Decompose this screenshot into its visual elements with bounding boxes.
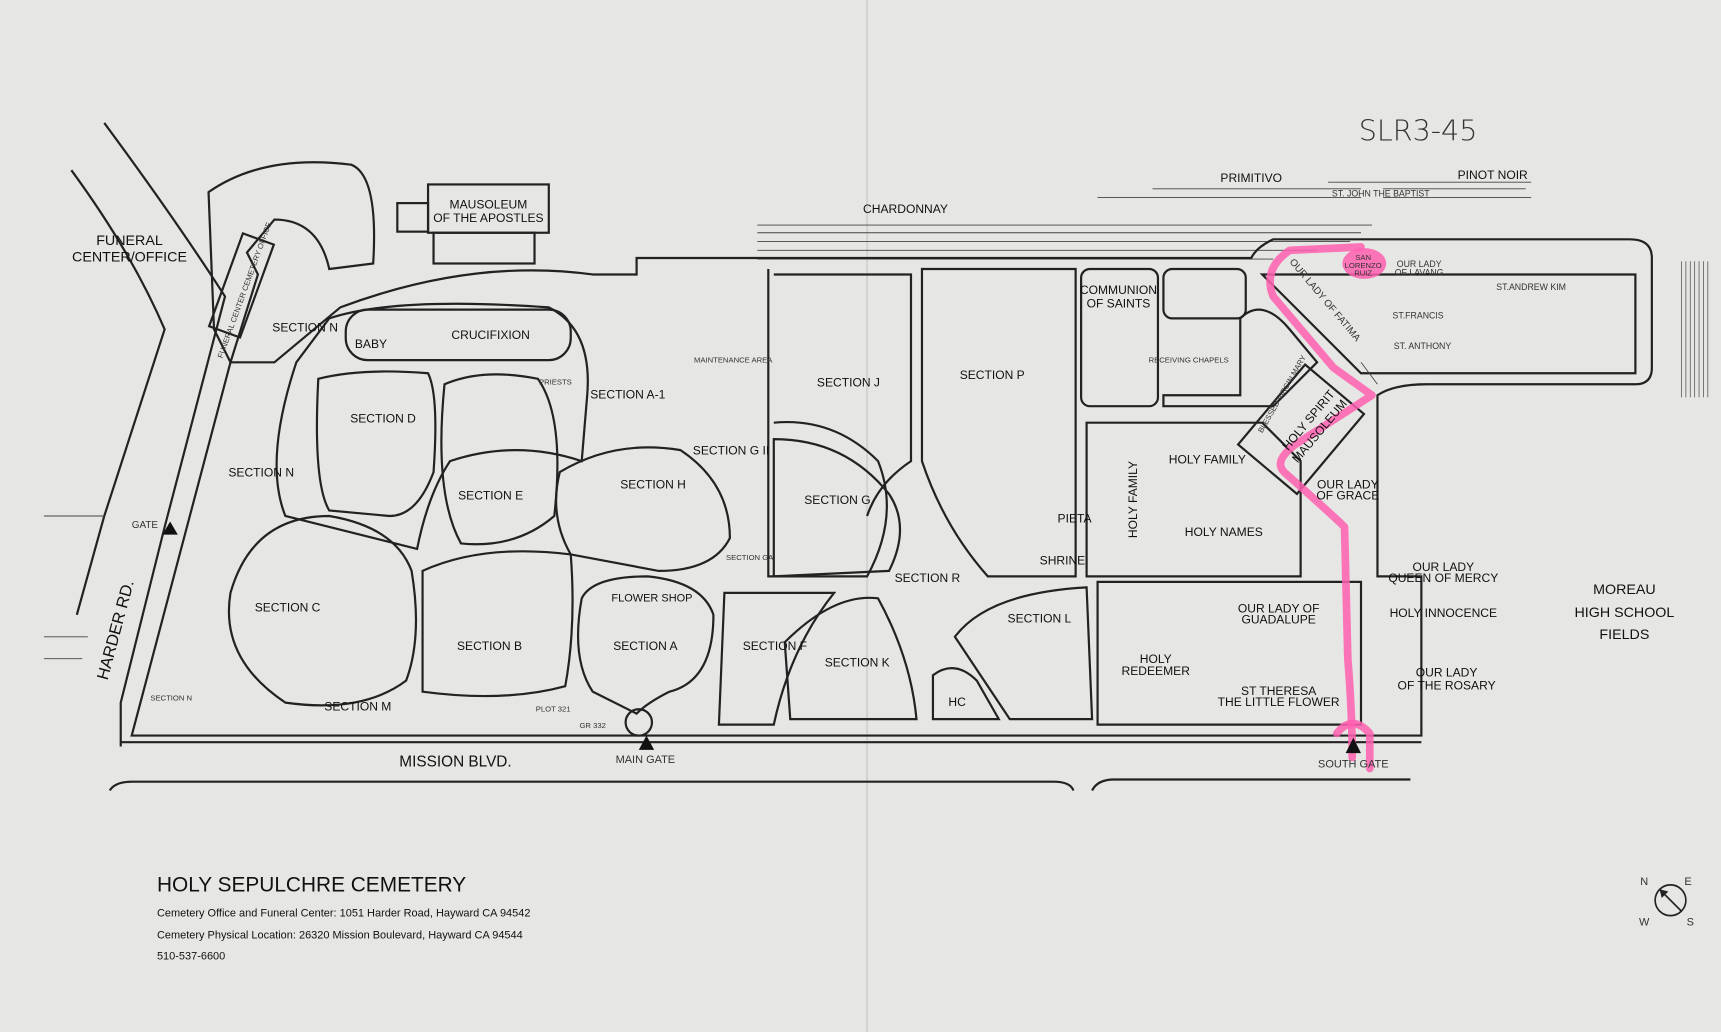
section-label[interactable]: SECTION P	[960, 368, 1025, 382]
south-gate-marker-icon[interactable]	[1345, 737, 1361, 754]
section-label[interactable]: SECTION C	[255, 601, 321, 615]
section-label[interactable]: CRUCIFIXION	[451, 328, 529, 342]
queen-of-mercy-label[interactable]: OUR LADY	[1412, 560, 1474, 574]
section-label[interactable]: SECTION N	[228, 465, 294, 479]
section-label[interactable]: SECTION N	[272, 321, 338, 335]
communion-label: OF SAINTS	[1087, 296, 1151, 310]
san-lorenzo-ruiz-highlight	[1342, 248, 1387, 279]
south-gate-label: SOUTH GATE	[1318, 758, 1388, 770]
harder-road-edge	[103, 122, 227, 747]
svg-text:W: W	[1639, 917, 1650, 929]
physical-address: Cemetery Physical Location: 26320 Missio…	[157, 930, 523, 942]
holy-innocence-label[interactable]: HOLY INNOCENCE	[1390, 606, 1497, 620]
section-label[interactable]: SECTION A-1	[590, 388, 665, 402]
holy-family-vertical-label[interactable]: HOLY FAMILY	[1126, 461, 1140, 538]
section-label[interactable]: SECTION R	[895, 571, 961, 585]
pieta-label[interactable]: PIETA	[1058, 512, 1093, 526]
lavang-label[interactable]: OUR LADY	[1397, 259, 1442, 269]
san-lorenzo-label[interactable]: LORENZO	[1345, 261, 1382, 270]
section-label[interactable]: HC	[948, 695, 966, 709]
st-john-label: ST. JOHN THE BAPTIST	[1332, 189, 1430, 199]
maintenance-label: MAINTENANCE AREA	[694, 355, 773, 364]
section-label[interactable]: SECTION N	[150, 693, 192, 702]
receiving-chapels-label: RECEIVING CHAPELS	[1149, 355, 1229, 364]
compass-icon: N E W S	[1639, 876, 1694, 929]
holy-names-label[interactable]: HOLY NAMES	[1185, 525, 1263, 539]
st-anthony-label[interactable]: ST. ANTHONY	[1394, 341, 1452, 351]
parking-lot	[207, 161, 376, 366]
section-label[interactable]: SECTION D	[350, 412, 416, 426]
main-gate-marker-icon[interactable]	[638, 735, 655, 750]
svg-text:N: N	[1640, 876, 1648, 888]
mausoleum-apostles-label: MAUSOLEUM	[450, 198, 528, 212]
communion-of-saints	[1080, 267, 1160, 408]
section-label[interactable]: SECTION L	[1008, 611, 1072, 625]
section-label[interactable]: SECTION H	[620, 478, 686, 492]
section-label[interactable]: SECTION GA	[726, 553, 774, 562]
queen-of-mercy-label[interactable]: QUEEN OF MERCY	[1388, 571, 1498, 585]
section-label[interactable]: BABY	[355, 337, 387, 351]
guadalupe-label[interactable]: OUR LADY OF	[1238, 602, 1320, 616]
main-gate-label: MAIN GATE	[616, 754, 676, 766]
our-lady-of-grace-label[interactable]: OF GRACE	[1316, 489, 1379, 503]
moreau-label: HIGH SCHOOL	[1574, 605, 1674, 621]
svg-text:E: E	[1684, 876, 1691, 888]
chardonnay-label: CHARDONNAY	[863, 202, 948, 216]
our-lady-of-the-rosary-label[interactable]: OUR LADY	[1416, 665, 1478, 679]
section-label[interactable]: PLOT 321	[536, 704, 571, 713]
our-lady-of-the-rosary-label[interactable]: OF THE ROSARY	[1398, 678, 1496, 692]
lavang-label[interactable]: OF LAVANG	[1395, 268, 1444, 278]
section-label[interactable]: SECTION B	[457, 639, 522, 653]
san-lorenzo-label[interactable]: SAN	[1355, 253, 1371, 262]
flower-shop-label: FLOWER SHOP	[611, 593, 692, 605]
holy-redeemer-label[interactable]: HOLY	[1140, 652, 1172, 666]
section-label[interactable]: SECTION A	[613, 639, 678, 653]
san-lorenzo-label[interactable]: RUIZ	[1354, 269, 1372, 278]
section-labels: SECTION N SECTION N BABY CRUCIFIXION PRI…	[150, 321, 1071, 730]
funeral-center-label: FUNERAL	[96, 233, 163, 249]
section-label[interactable]: SECTION K	[825, 655, 890, 669]
harder-road-edge	[70, 169, 166, 616]
pinot-noir-label: PINOT NOIR	[1458, 168, 1528, 182]
cemetery-title: HOLY SEPULCHRE CEMETERY	[157, 873, 466, 896]
holy-spirit-mausoleum	[1236, 363, 1366, 496]
section-label[interactable]: SECTION F	[743, 639, 807, 653]
section-label[interactable]: GR 332	[579, 721, 605, 730]
communion-label: COMMUNION	[1080, 283, 1157, 297]
office-address: Cemetery Office and Funeral Center: 1051…	[157, 908, 530, 920]
section-label[interactable]: SECTION J	[817, 375, 880, 389]
moreau-label: FIELDS	[1599, 627, 1649, 643]
shrine-label[interactable]: SHRINE	[1040, 553, 1086, 567]
section-label[interactable]: SECTION G II	[693, 444, 769, 458]
mission-blvd-label: MISSION BLVD.	[399, 753, 511, 770]
section-label[interactable]: SECTION E	[458, 489, 523, 503]
guadalupe-label[interactable]: GUADALUPE	[1241, 613, 1315, 627]
gate-label: GATE	[132, 520, 159, 531]
section-label[interactable]: PRIESTS	[539, 377, 572, 386]
st-theresa-label[interactable]: THE LITTLE FLOWER	[1218, 695, 1340, 709]
moreau-label: MOREAU	[1593, 582, 1656, 598]
cemetery-boundary	[130, 238, 1653, 737]
our-lady-of-grace-label[interactable]: OUR LADY	[1317, 478, 1379, 492]
mausoleum-apostles-label: OF THE APOSTLES	[433, 211, 543, 225]
gate-marker-icon[interactable]	[162, 521, 178, 535]
st-theresa-label[interactable]: ST THERESA	[1241, 684, 1317, 698]
phone-number: 510-537-6600	[157, 951, 225, 963]
holy-redeemer-label[interactable]: REDEEMER	[1122, 664, 1191, 678]
section-label[interactable]: SECTION M	[324, 699, 391, 713]
funeral-center-label: CENTER/OFFICE	[72, 249, 187, 265]
st-andrew-label[interactable]: ST.ANDREW KIM	[1496, 282, 1566, 292]
highlighted-route	[1266, 243, 1376, 762]
st-francis-label[interactable]: ST.FRANCIS	[1393, 310, 1444, 320]
crucifixion-area	[344, 308, 572, 362]
svg-text:S: S	[1687, 917, 1694, 929]
primitivo-label: PRIMITIVO	[1220, 171, 1282, 185]
funeral-center-building	[207, 231, 276, 339]
holy-family-label[interactable]: HOLY FAMILY	[1169, 452, 1246, 466]
section-label[interactable]: SECTION G	[804, 493, 870, 507]
handwritten-note: SLR3-45	[1359, 115, 1478, 148]
